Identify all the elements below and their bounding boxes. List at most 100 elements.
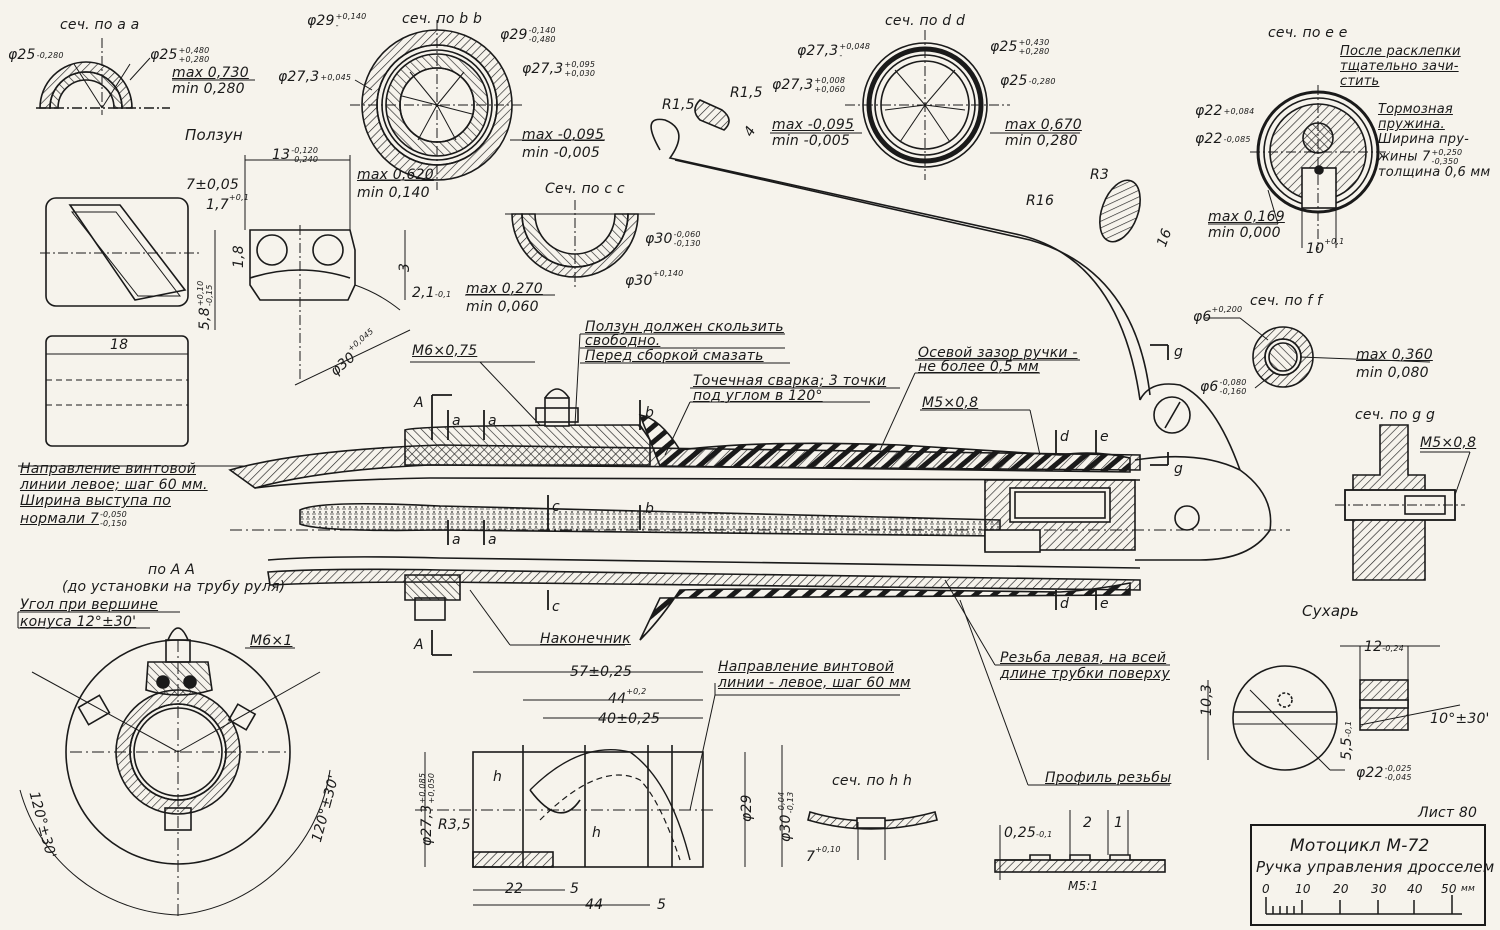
section-ee-spring-3: Ширина пру- — [1378, 132, 1469, 147]
section-ee-note-3: стить — [1340, 74, 1380, 89]
axial-note-2: не более 0,5 мм — [918, 359, 1039, 375]
tol-upper: +0,1 — [228, 193, 250, 202]
dim-value: φ25 — [8, 47, 36, 63]
section-dd-min-left: min -0,005 — [772, 133, 850, 149]
cut-mark-g2: g — [1174, 461, 1184, 477]
tol-lower: -0,350 — [1431, 157, 1459, 166]
tol-lower: -0,280 — [36, 50, 64, 60]
dim-value: 2,1 — [412, 285, 435, 301]
slider-dim17: 1,7+0,1 — [206, 194, 249, 213]
section-ee-d22-b: φ22-0,085 — [1195, 132, 1251, 146]
cracker-d103: 10,3 — [1199, 684, 1215, 716]
tol-lower: -0,160 — [1219, 387, 1247, 396]
cone-note-2: конуса 12°±30' — [20, 614, 137, 630]
section-gg-drawing — [1335, 424, 1471, 581]
scale-label-0: 0 — [1262, 882, 1270, 896]
tol-upper: +0,008 — [814, 76, 846, 85]
tol-upper: +0,10 — [196, 280, 205, 307]
scale-unit: мм — [1461, 884, 1475, 894]
dim-value: 5,8 — [197, 307, 213, 330]
tol-lower: -0,240 — [291, 155, 319, 164]
dim-value: φ30 — [625, 273, 653, 289]
tol-lower: - — [839, 51, 843, 60]
thread-profile-d2: 2 — [1083, 815, 1093, 831]
thread-profile-drawing — [994, 810, 1166, 880]
section-bb-min: min -0,005 — [522, 145, 600, 161]
section-bb-d29-right: φ29-0,140-0,480 — [500, 26, 556, 44]
thread-profile-scale: M5:1 — [1068, 879, 1099, 893]
tol-upper: +0,1 — [1324, 237, 1345, 246]
tol-upper: -0,025 — [1384, 764, 1412, 773]
dim-value: 5,5 — [1339, 737, 1355, 760]
section-cc-min: min 0,060 — [466, 299, 539, 315]
lever-r2: R1,5 — [730, 85, 763, 101]
tol-lower: -0,15 — [205, 284, 214, 307]
grip-r3: R3 — [1090, 167, 1110, 183]
section-bb-min2: min 0,140 — [357, 185, 430, 201]
slide-note-3: Перед сборкой смазать — [585, 348, 764, 364]
scale-label-20: 20 — [1333, 882, 1349, 896]
view-aa-drawing — [17, 611, 331, 918]
cracker-angle: 10°±30' — [1430, 711, 1490, 727]
cut-mark-g1: g — [1174, 344, 1184, 360]
scale-label-50: 50 — [1441, 882, 1457, 896]
section-aa-d-right: φ25+0,480+0,280 — [150, 46, 209, 64]
dim-value: φ30 — [778, 814, 794, 842]
section-dd-title: сеч. по d d — [885, 13, 966, 29]
cut-mark-a4: a — [488, 532, 497, 548]
slider-title: Ползун — [185, 126, 243, 144]
section-ee-note-2: тщательно зачи- — [1340, 59, 1459, 74]
section-ff-drawing — [1205, 317, 1431, 389]
section-ee-d22-a: φ22+0,084 — [1195, 104, 1254, 118]
tol-upper: -0,050 — [99, 510, 127, 519]
section-dd-d25-b: φ25-0,280 — [1000, 74, 1056, 88]
tip-h-mark-2: h — [592, 825, 602, 841]
dim-value: φ22 — [1195, 131, 1223, 147]
tol-lower: -0,150 — [99, 519, 127, 528]
cracker-drawing — [1207, 645, 1461, 771]
dim-value: 13 — [272, 147, 291, 163]
slider-dim3: 3 — [397, 262, 413, 272]
cracker-d12: 12-0,24 — [1364, 640, 1404, 654]
axial-note-1: Осевой зазор ручки - — [918, 345, 1078, 361]
section-dd-max-right: max 0,670 — [1005, 117, 1082, 133]
cut-mark-d1: d — [1060, 429, 1070, 445]
weld-note-2: под углом в 120° — [693, 388, 823, 404]
tol-upper: +0,084 — [1223, 106, 1255, 116]
tol-lower: +0,280 — [178, 55, 210, 64]
dim-value: φ6 — [1200, 379, 1219, 395]
thread-profile-d025: 0,25-0,1 — [1004, 826, 1052, 840]
thread-note-2: длине трубки поверху — [1000, 666, 1170, 682]
slider-dim18: 1,8 — [231, 245, 247, 268]
cut-mark-b1: b — [645, 405, 655, 421]
title-block — [1250, 824, 1486, 926]
dim-value: φ25 — [990, 39, 1018, 55]
tip-d57: 57±0,25 — [570, 664, 633, 680]
view-aa-subtitle: (до установки на трубу руля) — [62, 579, 286, 595]
tip-h-mark-1: h — [493, 769, 503, 785]
tol-upper: +0,140 — [652, 269, 684, 278]
scale-label-30: 30 — [1371, 882, 1387, 896]
tip-d44: 44+0,2 — [608, 688, 646, 707]
slider-helix-note-3: Ширина выступа по — [20, 493, 171, 509]
section-ee-spring-4: жины 7+0,250-0,350 — [1378, 148, 1462, 166]
cut-mark-a2: a — [488, 413, 497, 429]
tip-d29: φ29 — [739, 794, 755, 822]
tol-lower: +0,280 — [1018, 47, 1050, 56]
section-dd-d25-a: φ25+0,430+0,280 — [990, 38, 1049, 56]
section-ff-d6-a: φ6+0,200 — [1193, 306, 1242, 325]
tol-upper: -0,120 — [291, 146, 319, 155]
section-ee-spring-1: Тормозная — [1378, 102, 1453, 117]
spring-width: жины 7 — [1378, 149, 1431, 165]
dim-value: φ27,3 — [797, 43, 839, 59]
section-aa-title: сеч. по a a — [60, 17, 140, 33]
tol-lower: -0,480 — [528, 35, 556, 44]
section-ee-drawing — [1208, 85, 1390, 250]
tol-upper: +0,085 — [418, 772, 427, 804]
slider-dim7: 7±0,05 — [186, 177, 240, 193]
section-dd-drawing — [770, 30, 1080, 180]
dim-value: φ25 — [150, 47, 178, 63]
thread-note-1: Резьба левая, на всей — [1000, 650, 1167, 666]
